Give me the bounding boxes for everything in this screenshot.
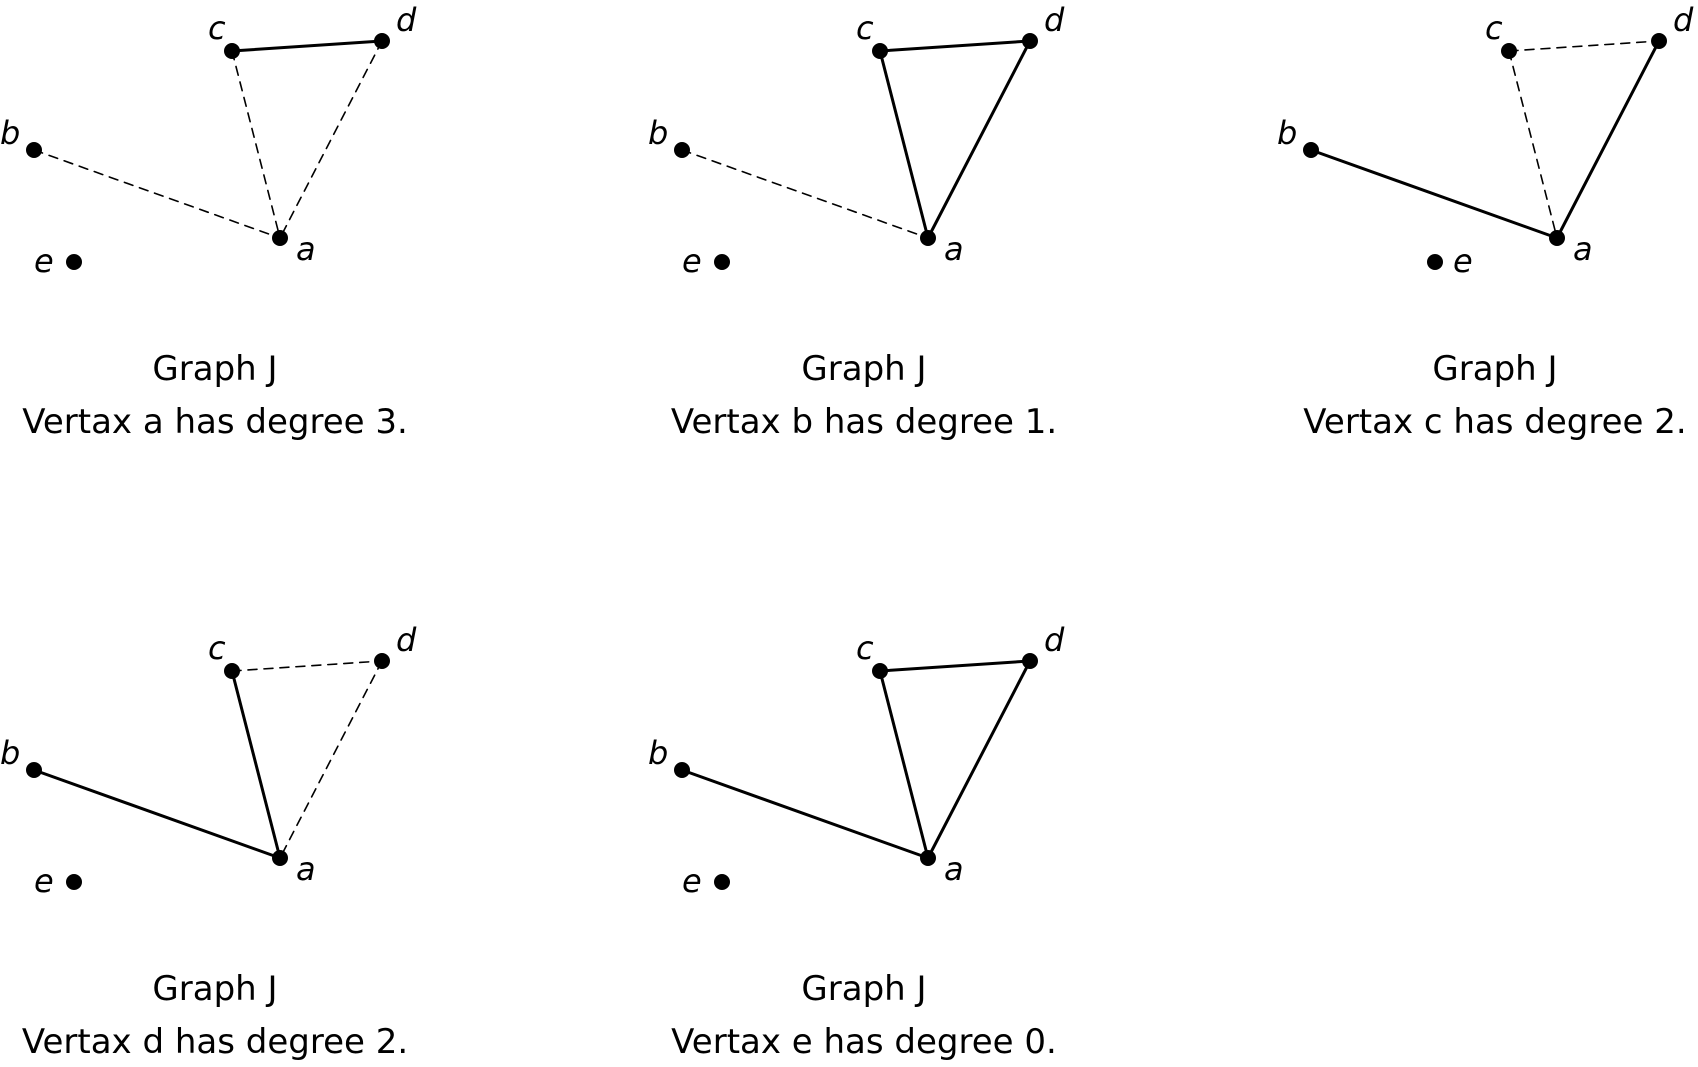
- edge-b-a: [32, 768, 282, 860]
- vertex-d: [374, 33, 390, 49]
- vertex-a: [272, 850, 288, 866]
- edge-b-a: [33, 149, 281, 239]
- edge-c-d: [1508, 40, 1660, 52]
- vertex-label-c: c: [208, 629, 226, 667]
- vertex-label-c: c: [856, 629, 874, 667]
- vertex-label-d: d: [1044, 621, 1065, 659]
- edge-c-d: [878, 659, 1032, 673]
- vertex-label-a: a: [944, 230, 964, 268]
- vertex-d: [1022, 33, 1038, 49]
- vertex-c: [872, 43, 888, 59]
- vertex-label-b: b: [648, 734, 668, 772]
- vertex-label-d: d: [1673, 1, 1694, 39]
- caption-title: Graph J: [801, 969, 926, 1009]
- edge-c-d: [230, 39, 384, 53]
- edge-c-d: [231, 660, 383, 672]
- edge-c-a: [878, 669, 930, 860]
- caption-title: Graph J: [801, 349, 926, 389]
- vertex-label-c: c: [856, 9, 874, 47]
- edge-c-a: [230, 669, 282, 860]
- vertex-label-b: b: [0, 734, 20, 772]
- edge-b-a: [680, 768, 930, 860]
- vertex-label-a: a: [944, 850, 964, 888]
- vertex-a: [1549, 230, 1565, 246]
- vertex-label-c: c: [1485, 9, 1503, 47]
- edge-c-a: [878, 49, 930, 240]
- edge-d-a: [279, 660, 383, 859]
- vertex-b: [674, 762, 690, 778]
- vertex-label-b: b: [648, 114, 668, 152]
- vertex-c: [1501, 43, 1517, 59]
- caption-text: Vertax b has degree 1.: [671, 402, 1057, 442]
- vertex-b: [1303, 142, 1319, 158]
- vertex-e: [714, 874, 730, 890]
- edge-b-a: [681, 149, 929, 239]
- caption-text: Vertax e has degree 0.: [671, 1022, 1057, 1062]
- vertex-a: [272, 230, 288, 246]
- caption-title: Graph J: [152, 349, 277, 389]
- vertex-label-a: a: [1573, 230, 1593, 268]
- edge-d-a: [926, 659, 1032, 860]
- vertex-label-b: b: [0, 114, 20, 152]
- vertex-label-e: e: [1453, 242, 1473, 280]
- vertex-label-c: c: [208, 9, 226, 47]
- edge-c-a: [1508, 50, 1558, 239]
- vertex-label-d: d: [396, 1, 417, 39]
- caption-title: Graph J: [1432, 349, 1557, 389]
- edge-d-a: [1555, 39, 1661, 240]
- vertex-e: [1427, 254, 1443, 270]
- vertex-c: [224, 663, 240, 679]
- vertex-label-e: e: [34, 862, 54, 900]
- vertex-c: [872, 663, 888, 679]
- vertex-b: [26, 762, 42, 778]
- caption-title: Graph J: [152, 969, 277, 1009]
- vertex-label-a: a: [296, 230, 316, 268]
- caption-text: Vertax a has degree 3.: [22, 402, 408, 442]
- vertex-label-a: a: [296, 850, 316, 888]
- edge-d-a: [279, 40, 383, 239]
- vertex-label-e: e: [682, 862, 702, 900]
- edge-c-d: [878, 39, 1032, 53]
- vertex-label-d: d: [396, 621, 417, 659]
- caption-text: Vertax c has degree 2.: [1303, 402, 1686, 442]
- edge-c-a: [231, 50, 281, 239]
- vertex-d: [374, 653, 390, 669]
- vertex-label-e: e: [34, 242, 54, 280]
- vertex-b: [26, 142, 42, 158]
- vertex-label-b: b: [1277, 114, 1297, 152]
- vertex-e: [66, 874, 82, 890]
- vertex-label-e: e: [682, 242, 702, 280]
- caption-text: Vertax d has degree 2.: [22, 1022, 408, 1062]
- vertex-label-d: d: [1044, 1, 1065, 39]
- vertex-e: [714, 254, 730, 270]
- vertex-a: [920, 230, 936, 246]
- vertex-b: [674, 142, 690, 158]
- vertex-d: [1022, 653, 1038, 669]
- vertex-d: [1651, 33, 1667, 49]
- vertex-e: [66, 254, 82, 270]
- edge-b-a: [1309, 148, 1559, 240]
- vertex-a: [920, 850, 936, 866]
- vertex-c: [224, 43, 240, 59]
- edge-d-a: [926, 39, 1032, 240]
